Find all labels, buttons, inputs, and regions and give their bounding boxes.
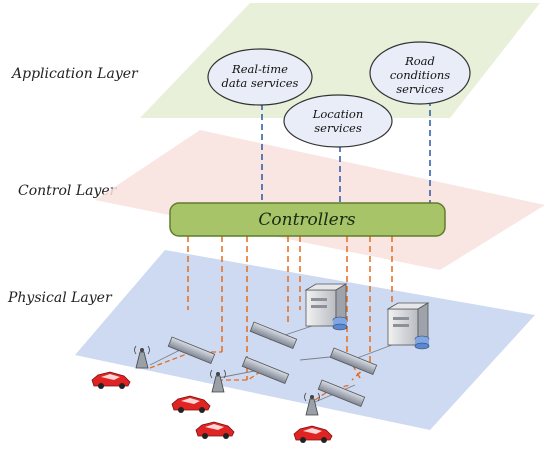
service-road-line2: conditions	[390, 68, 450, 82]
service-road-line3: services	[396, 82, 444, 96]
switch-icon	[329, 347, 378, 376]
switch-icon	[167, 336, 216, 365]
antenna-icon	[210, 369, 226, 393]
control-layer-plane	[95, 130, 545, 270]
service-road-conditions: Road conditions services	[369, 41, 471, 105]
car-icon	[293, 425, 333, 443]
service-road-line1: Road	[404, 54, 435, 68]
switch-icon	[317, 379, 366, 408]
controllers-label: Controllers	[258, 210, 355, 230]
service-real-time-line1: Real-time	[231, 62, 288, 76]
switch-icon	[249, 321, 298, 350]
car-icon	[195, 421, 235, 439]
service-real-time: Real-time data services	[207, 48, 313, 106]
southbound-links	[187, 236, 393, 381]
server-icon	[304, 283, 348, 331]
switch-icon	[241, 356, 290, 385]
antenna-icon	[134, 345, 150, 369]
service-real-time-line2: data services	[222, 76, 299, 90]
car-icon	[171, 395, 211, 413]
service-location-line2: services	[314, 121, 362, 135]
service-location: Location services	[283, 94, 393, 148]
control-layer-label: Control Layer	[18, 183, 117, 199]
server-icon	[386, 302, 430, 350]
physical-layer-label: Physical Layer	[8, 290, 112, 306]
application-layer-label: Application Layer	[12, 66, 138, 82]
car-icon	[91, 371, 131, 389]
antenna-icon	[304, 392, 320, 416]
service-location-line1: Location	[312, 107, 364, 121]
controllers-box: Controllers	[169, 202, 446, 237]
northbound-links	[261, 100, 431, 205]
physical-layer-plane	[75, 250, 535, 430]
